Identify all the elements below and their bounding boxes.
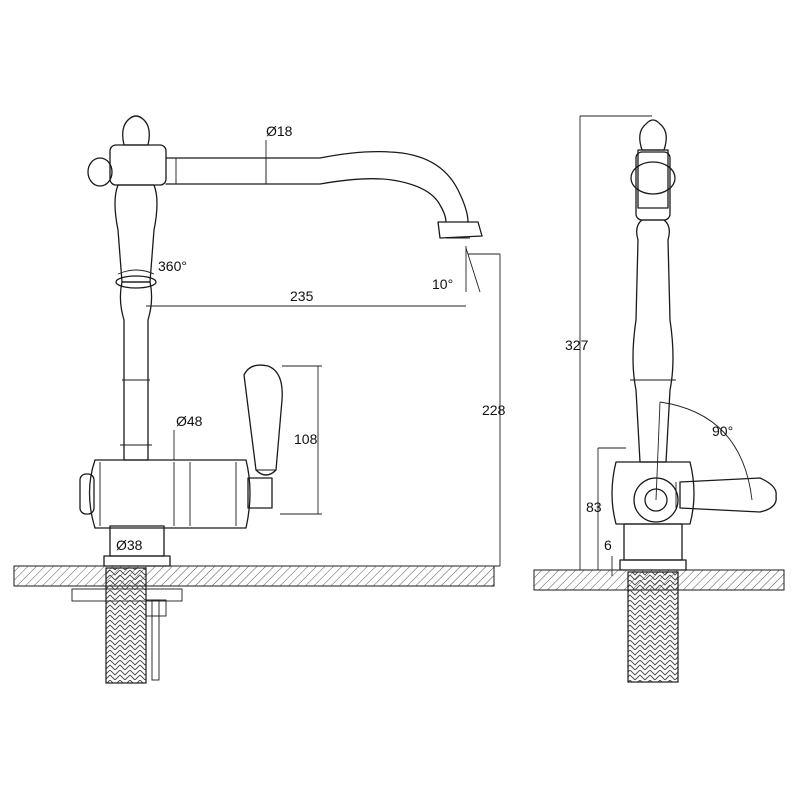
column-side bbox=[632, 219, 674, 463]
label-reach: 235 bbox=[290, 288, 314, 304]
swivel-joint bbox=[115, 275, 157, 289]
aerator bbox=[437, 221, 483, 239]
base-ring bbox=[103, 555, 171, 567]
front-view bbox=[13, 115, 495, 684]
label-total-height: 327 bbox=[565, 337, 589, 353]
dimensions-side: 327 90° 83 6 bbox=[565, 115, 753, 576]
label-spout-height: 228 bbox=[482, 402, 506, 418]
upper-column bbox=[114, 184, 158, 283]
label-aerator-angle: 10° bbox=[432, 276, 453, 292]
base-side bbox=[619, 559, 687, 571]
handle-boss bbox=[247, 477, 273, 509]
label-base-height: 6 bbox=[604, 537, 612, 553]
dimensions-front: Ø18 360° 10° 235 228 Ø48 108 Ø38 bbox=[116, 123, 506, 567]
body-side bbox=[611, 461, 695, 525]
cartridge-ring-outer bbox=[633, 477, 679, 523]
side-knob-side bbox=[630, 161, 676, 195]
lever-handle-front bbox=[243, 364, 283, 476]
countertop-front bbox=[13, 565, 495, 587]
label-spout-diameter: Ø18 bbox=[266, 123, 293, 139]
side-view bbox=[533, 119, 785, 683]
label-base-diameter: Ø38 bbox=[116, 537, 143, 553]
faucet-body bbox=[88, 459, 251, 529]
side-knob-front bbox=[87, 157, 113, 187]
label-lever-rotation: 90° bbox=[712, 423, 733, 439]
label-lever-axis-height: 83 bbox=[586, 499, 602, 515]
finial-side bbox=[639, 119, 667, 151]
base-column bbox=[109, 525, 165, 557]
hose-rod-front bbox=[151, 599, 160, 681]
column bbox=[119, 281, 153, 461]
label-handle-height: 108 bbox=[294, 431, 318, 447]
hose-nut bbox=[145, 599, 167, 617]
hose-braided-side bbox=[627, 571, 679, 683]
spout bbox=[165, 150, 469, 223]
column-hub bbox=[109, 144, 167, 186]
label-swivel: 360° bbox=[158, 258, 187, 274]
finial-front bbox=[122, 115, 150, 146]
label-body-diameter: Ø48 bbox=[176, 413, 203, 429]
lever-handle-side bbox=[679, 477, 777, 513]
hose-braided-front bbox=[105, 567, 147, 684]
body-left-cap bbox=[79, 473, 95, 515]
